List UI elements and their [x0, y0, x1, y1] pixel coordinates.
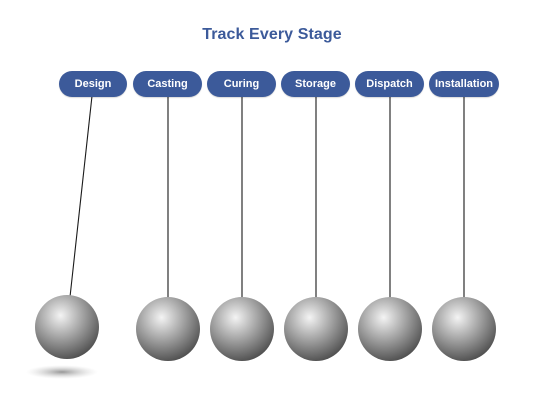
stage-storage: Storage: [281, 71, 350, 97]
diagram-title: Track Every Stage: [202, 26, 342, 43]
stage-curing: Curing: [207, 71, 276, 97]
ball-shadow: [26, 365, 98, 379]
ball-casting: [136, 297, 200, 361]
ball-dispatch: [358, 297, 422, 361]
stage-installation: Installation: [429, 71, 499, 97]
string-design: [69, 95, 93, 298]
ball-curing: [210, 297, 274, 361]
stage-dispatch: Dispatch: [355, 71, 424, 97]
ball-storage: [284, 297, 348, 361]
ball-design: [35, 295, 99, 359]
ball-installation: [432, 297, 496, 361]
stage-design: Design: [59, 71, 127, 97]
stage-casting: Casting: [133, 71, 202, 97]
